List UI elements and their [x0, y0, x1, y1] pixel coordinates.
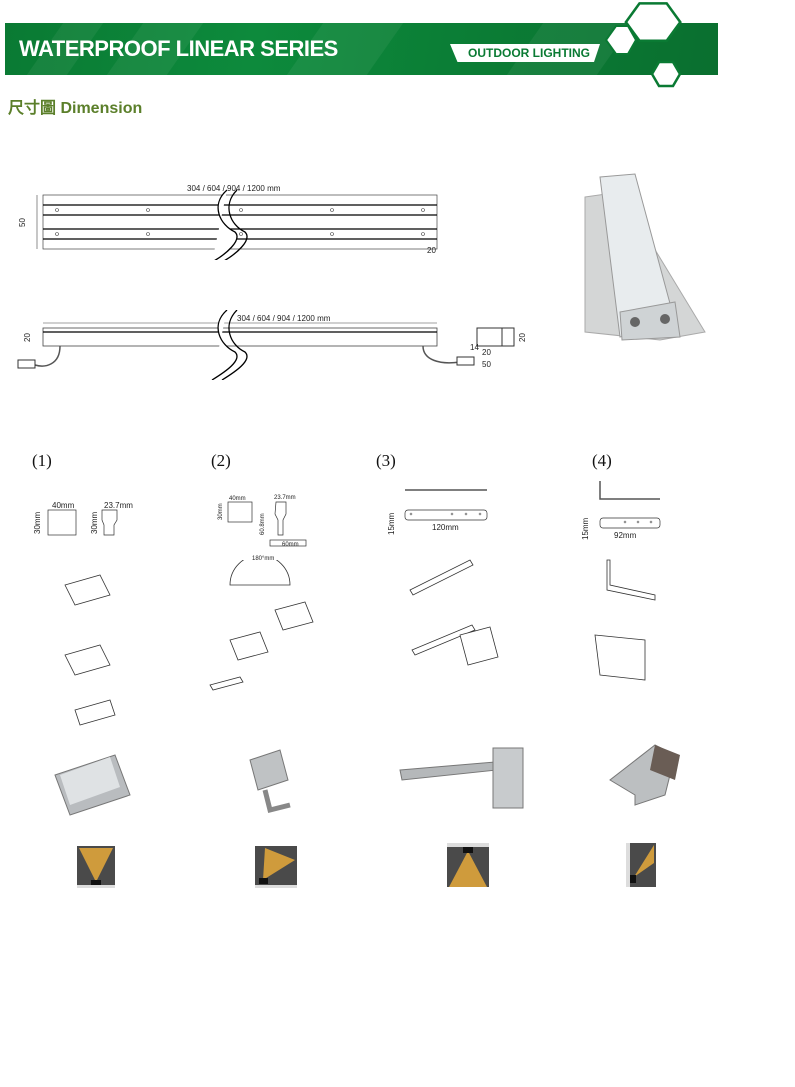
dimension-heading: 尺寸圖 Dimension: [8, 100, 143, 117]
mount-number-4: (4): [592, 451, 612, 470]
product-photo: [584, 173, 706, 341]
mount-4-installation-illustration: [594, 559, 656, 681]
dim-label: 40mm: [229, 496, 246, 502]
light-downward-icon: [447, 843, 489, 887]
dim-label: 120mm: [432, 523, 459, 532]
profile-14-label: 14: [470, 343, 479, 352]
dim-label: 40mm: [52, 501, 75, 510]
light-angled-icon: [255, 846, 297, 888]
mount-2-dimension-drawing: 40mm 30mm 23.7mm 60.8mm 60mm 180°mm: [218, 495, 307, 562]
mount-1-installation-illustration: [64, 574, 116, 726]
mount-3-dimension-drawing: 15mm 120mm: [387, 489, 488, 535]
hole-offset-label: 20: [427, 246, 436, 255]
mount-number-2: (2): [211, 451, 231, 470]
top-length-label: 304 / 604 / 904 / 1200 mm: [187, 184, 281, 193]
header-banner: WATERPROOF LINEAR SERIES: [5, 23, 718, 75]
mount-2-installation-illustration: [209, 560, 314, 691]
dim-label: 60.8mm: [260, 513, 266, 535]
side-view-drawing: 304 / 604 / 904 / 1200 mm 20 20 14 20 50: [17, 310, 527, 380]
side-length-label: 304 / 604 / 904 / 1200 mm: [237, 314, 331, 323]
profile-height-label: 20: [518, 333, 527, 342]
light-wall-icon: [626, 843, 656, 887]
mount-2-photo: [249, 749, 291, 814]
dim-label: 30mm: [33, 511, 42, 534]
dim-label: 180°mm: [252, 556, 274, 562]
dim-label: 15mm: [581, 517, 590, 540]
dim-label: 92mm: [614, 531, 637, 540]
dim-label: 60mm: [282, 542, 299, 548]
mount-4-dimension-drawing: 15mm 92mm: [581, 481, 661, 540]
top-height-label: 50: [18, 218, 27, 227]
dim-label: 15mm: [387, 512, 396, 535]
dim-label: 23.7mm: [104, 501, 133, 510]
dim-label: 30mm: [218, 503, 224, 520]
outdoor-lighting-tag: OUTDOOR LIGHTING: [450, 44, 600, 62]
light-upward-icon: [77, 846, 115, 888]
mount-4-photo: [609, 744, 680, 806]
mount-number-3: (3): [376, 451, 396, 470]
series-title: WATERPROOF LINEAR SERIES: [19, 36, 338, 61]
mount-1-dimension-drawing: 40mm 30mm 23.7mm 30mm: [33, 501, 133, 536]
profile-20-label: 20: [482, 348, 491, 357]
dim-label: 23.7mm: [274, 495, 296, 501]
mount-1-photo: [54, 754, 131, 816]
top-view-drawing: 304 / 604 / 904 / 1200 mm 50 20: [18, 184, 438, 260]
mount-3-installation-illustration: [409, 559, 499, 666]
mount-3-photo: [399, 747, 524, 809]
side-height-label: 20: [23, 333, 32, 342]
hexagon-decoration-icon: [604, 2, 682, 88]
mount-number-1: (1): [32, 451, 52, 470]
tag-label: OUTDOOR LIGHTING: [468, 46, 590, 60]
dim-label: 30mm: [90, 511, 99, 534]
profile-50-label: 50: [482, 360, 491, 369]
